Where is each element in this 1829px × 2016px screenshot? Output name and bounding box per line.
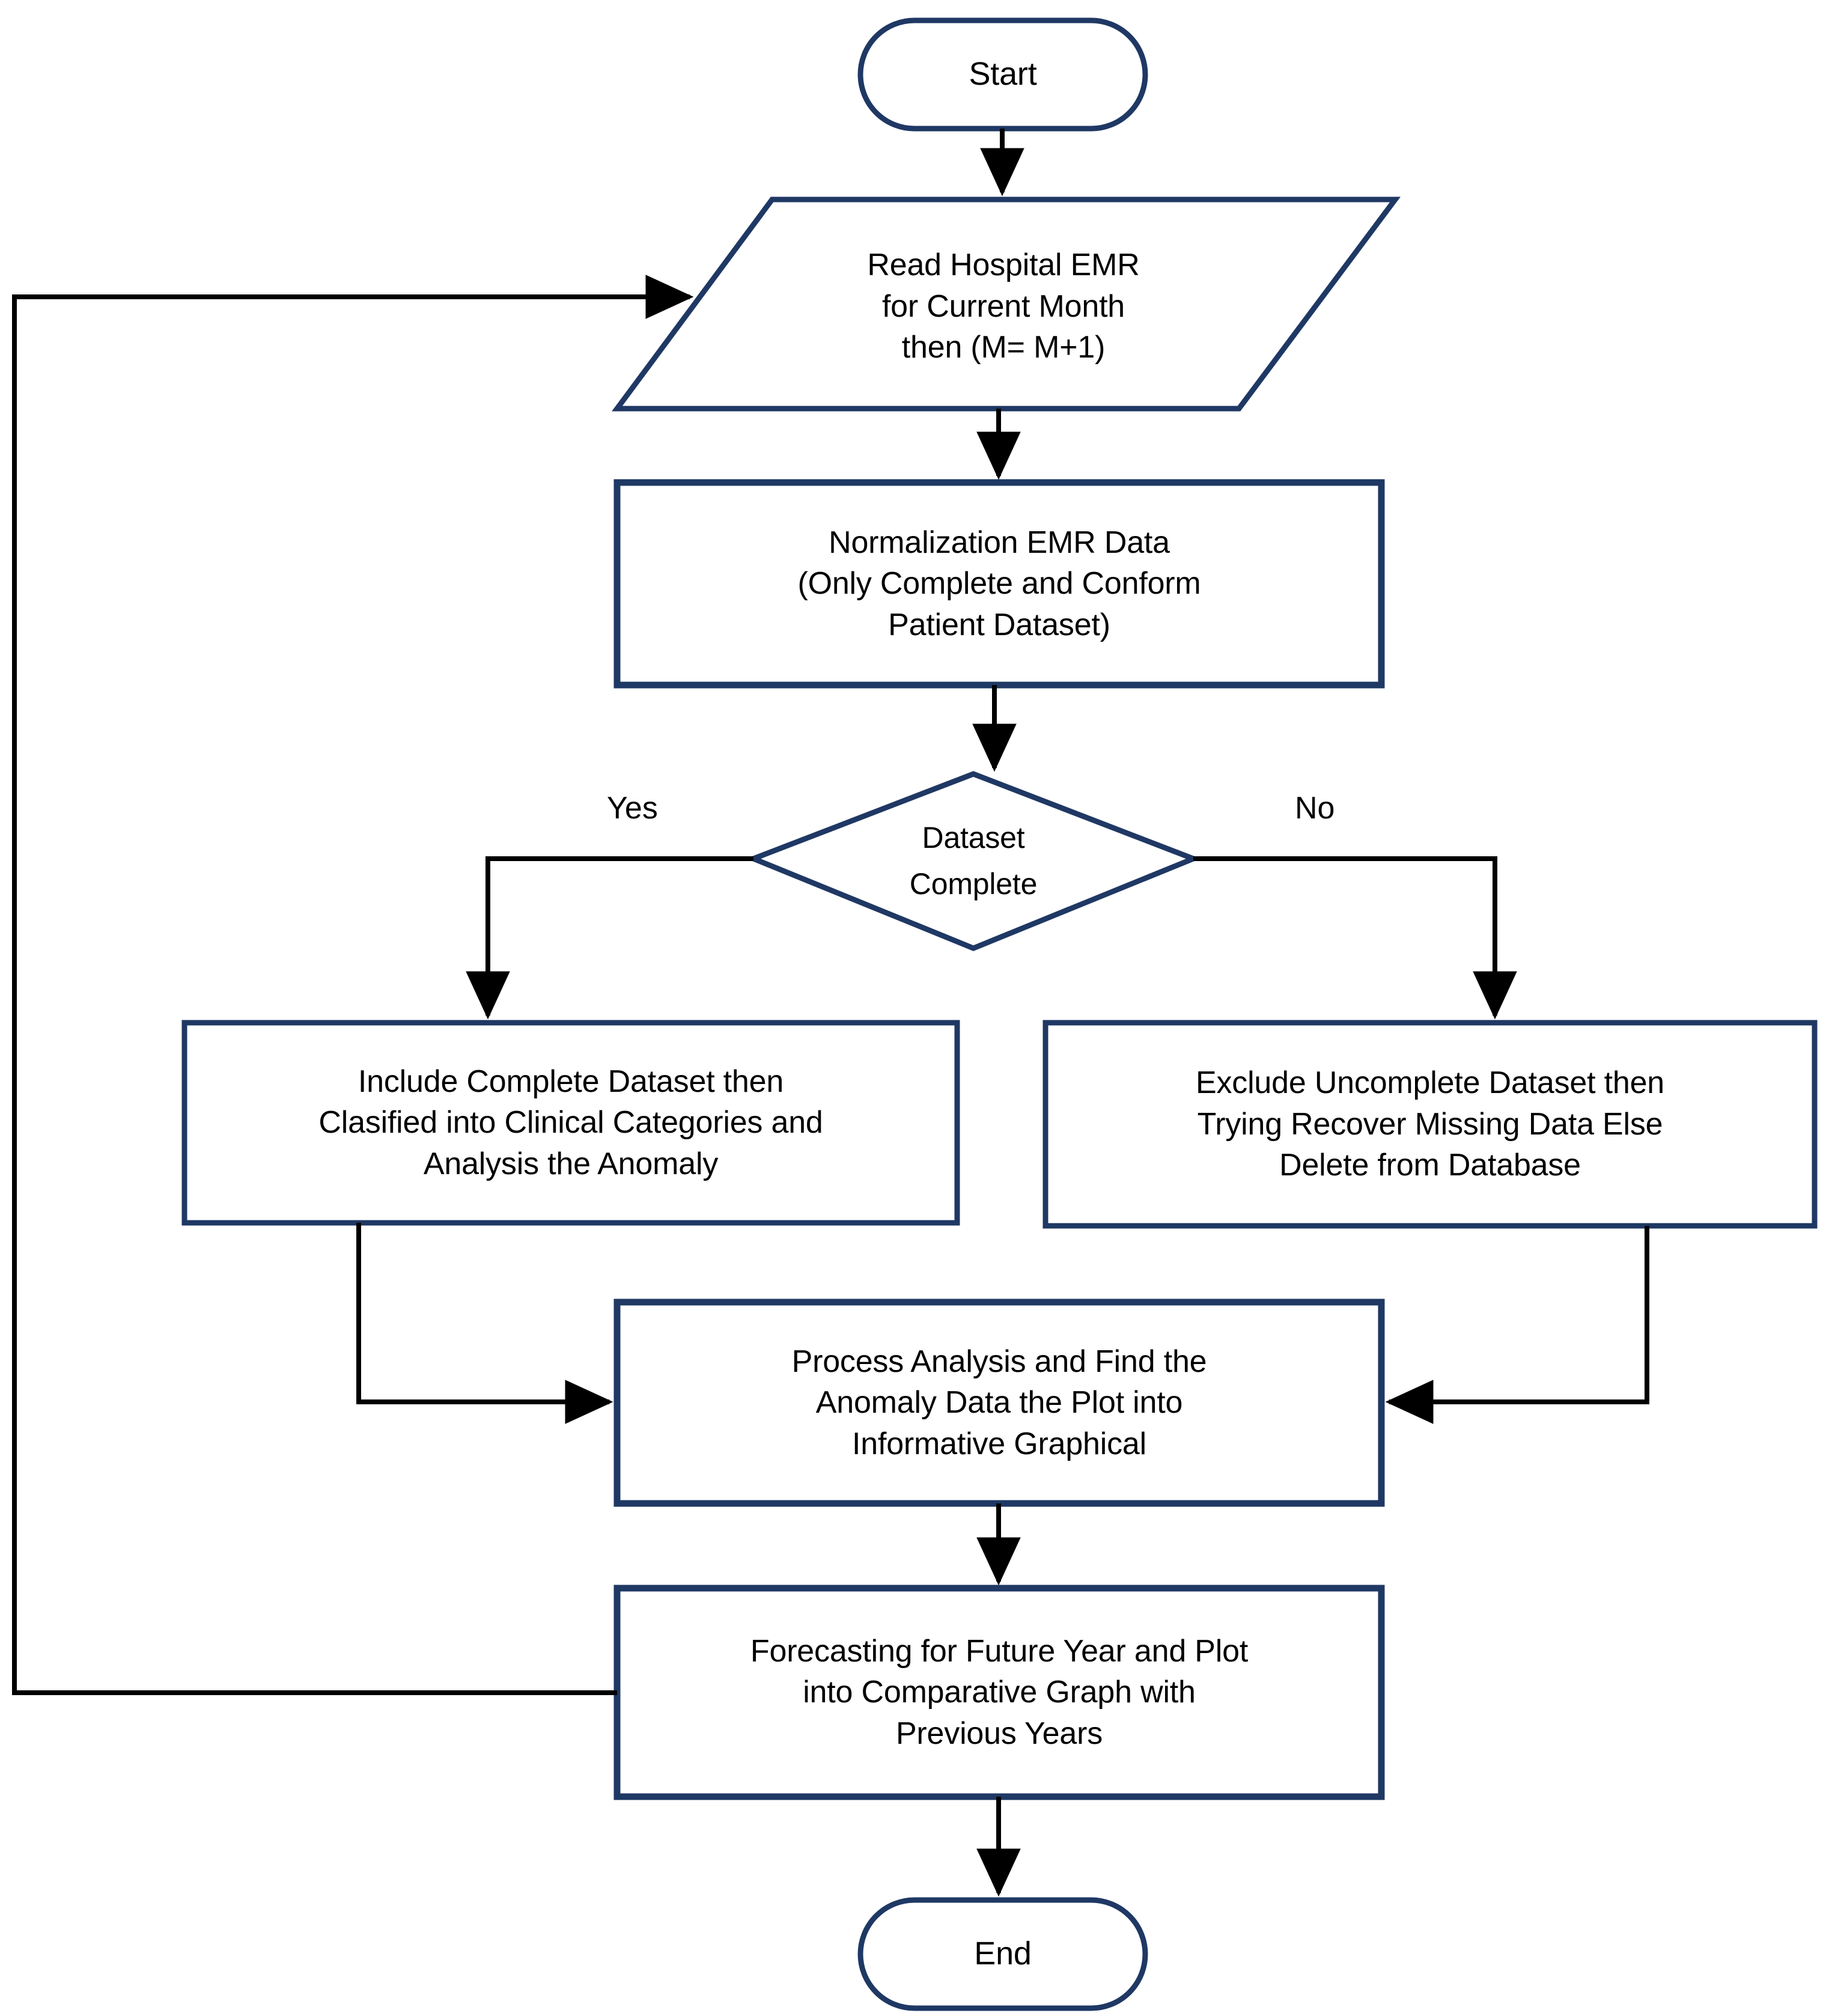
normalize-node-shape [613,479,1385,689]
include-complete-node-shape [181,1020,960,1226]
start-node-shape [857,17,1148,132]
end-node-shape [857,1897,1148,2011]
exclude-uncomplete-node-shape [1042,1020,1818,1229]
forecasting-node-shape [613,1585,1385,1800]
branch-label-no: No [1295,791,1335,826]
connector-exclude-to-process [1385,1226,1649,1424]
process-analysis-node-shape [613,1299,1385,1507]
connector-include-to-process [356,1223,613,1424]
connector-feedback-loop [12,275,694,1695]
branch-label-yes: Yes [607,791,658,826]
connector-no-to-exclude [1193,856,1517,1020]
connector-yes-to-include [466,856,753,1020]
read-emr-node-shape [612,196,1401,412]
decision-node-shape [746,771,1201,951]
